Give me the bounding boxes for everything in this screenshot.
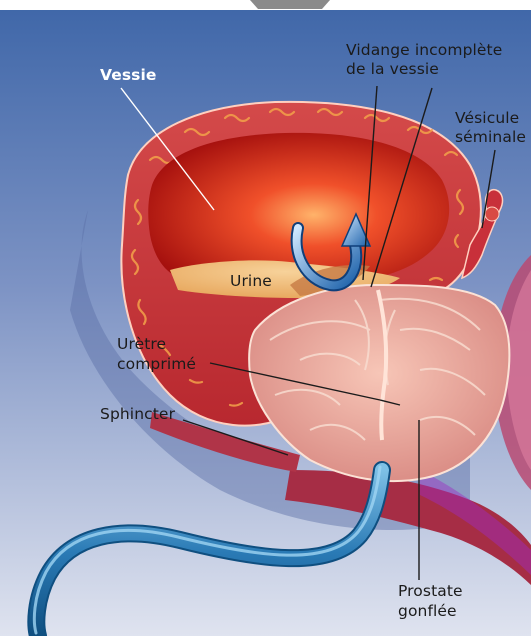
label-vidange-line1: Vidange incomplète <box>346 41 502 59</box>
label-sphincter: Sphincter <box>100 405 175 423</box>
label-vidange-line2: de la vessie <box>346 60 439 78</box>
label-prostate-line1: Prostate <box>398 582 463 600</box>
label-uretre-line1: Urètre <box>117 335 166 353</box>
label-vessie: Vessie <box>100 66 157 84</box>
label-vesicule-line1: Vésicule <box>455 109 519 127</box>
cropped-title-fragment <box>250 0 330 9</box>
label-uretre-line2: comprimé <box>117 355 196 373</box>
label-urine: Urine <box>230 272 272 290</box>
label-vesicule-line2: séminale <box>455 128 526 146</box>
label-prostate-line2: gonflée <box>398 602 457 620</box>
